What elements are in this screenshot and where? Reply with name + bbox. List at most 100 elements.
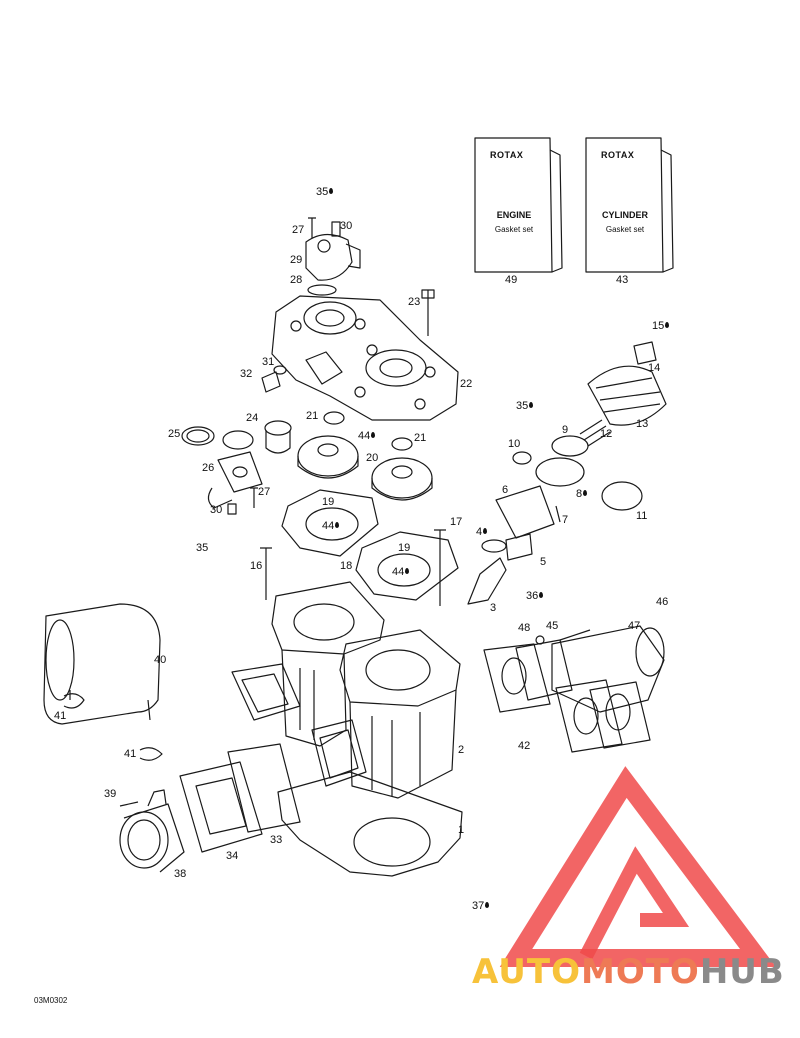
o-ring-28 <box>307 284 337 296</box>
callout-26: 26 <box>202 462 214 474</box>
o-ring-21-a <box>323 411 345 425</box>
callout-32: 32 <box>240 368 252 380</box>
callout-45: 45 <box>546 620 558 632</box>
callout-number: 3 <box>490 602 497 614</box>
lubricant-drop-icon <box>483 528 488 534</box>
callout-number: 40 <box>154 654 167 666</box>
callout-20: 20 <box>366 452 378 464</box>
gasket-33 <box>227 743 301 833</box>
base-gasket <box>277 771 463 877</box>
water-outlet-26 <box>207 451 263 509</box>
callout-9: 9 <box>562 424 568 436</box>
callout-number: 32 <box>240 368 253 380</box>
callout-31: 31 <box>262 356 274 368</box>
callout-19: 19 <box>322 496 334 508</box>
callout-number: 14 <box>648 362 661 374</box>
lubricant-drop-icon <box>665 322 670 328</box>
booklet-subtitle-cylinder: Gasket set <box>605 225 645 234</box>
callout-number: 17 <box>450 516 463 528</box>
callout-33: 33 <box>270 834 282 846</box>
head-gasket-19-a <box>281 489 379 557</box>
lubricant-drop-icon <box>335 522 340 528</box>
callout-5: 5 <box>540 556 546 568</box>
spring-12 <box>579 419 611 447</box>
callout-35: 35 <box>316 186 334 198</box>
callout-27: 27 <box>292 224 304 236</box>
callout-number: 5 <box>540 556 547 568</box>
callout-number: 19 <box>398 542 411 554</box>
callout-number: 13 <box>636 418 649 430</box>
lubricant-drop-icon <box>405 568 410 574</box>
callout-24: 24 <box>246 412 258 424</box>
callout-35: 35 <box>516 400 534 412</box>
callout-15: 15 <box>652 320 670 332</box>
piston-9 <box>551 435 589 457</box>
callout-number: 1 <box>458 824 465 836</box>
callout-number: 37 <box>472 900 485 912</box>
callout-number: 35 <box>316 186 329 198</box>
callout-number: 26 <box>202 462 215 474</box>
callout-number: 22 <box>460 378 473 390</box>
callout-19: 19 <box>398 542 410 554</box>
callout-18: 18 <box>340 560 352 572</box>
o-ring-21-b <box>391 437 413 451</box>
callout-39: 39 <box>104 788 116 800</box>
head-bolt-23 <box>421 289 435 336</box>
callout-number: 41 <box>54 710 67 722</box>
callout-17: 17 <box>450 516 462 528</box>
callout-number: 44 <box>322 520 335 532</box>
callout-11: 11 <box>636 510 647 522</box>
callout-25: 25 <box>168 428 180 440</box>
lubricant-drop-icon <box>529 402 534 408</box>
callout-44: 44 <box>322 520 340 532</box>
booklet-brand-engine: ROTAX <box>490 150 524 160</box>
callout-number: 39 <box>104 788 117 800</box>
callout-41: 41 <box>54 710 66 722</box>
callout-10: 10 <box>508 438 520 450</box>
screw-39 <box>119 801 139 807</box>
lubricant-drop-icon <box>539 592 544 598</box>
callout-12: 12 <box>600 428 612 440</box>
callout-number: 35 <box>516 400 529 412</box>
watermark-text-moto: MOTO <box>580 952 700 992</box>
callout-number: 46 <box>656 596 669 608</box>
callout-38: 38 <box>174 868 186 880</box>
muffler <box>43 603 161 725</box>
cylinder-block <box>231 581 461 799</box>
callout-number: 27 <box>258 486 271 498</box>
callout-1: 1 <box>458 824 464 836</box>
callout-47: 47 <box>628 620 640 632</box>
callout-number: 25 <box>168 428 181 440</box>
reed-block-34 <box>179 761 263 853</box>
o-ring-25 <box>181 426 215 446</box>
callout-28: 28 <box>290 274 302 286</box>
thermostat-housing <box>305 233 361 281</box>
o-ring-25-inner <box>186 429 210 443</box>
callout-13: 13 <box>636 418 648 430</box>
clamp-41-b <box>139 747 163 761</box>
callout-44: 44 <box>358 430 376 442</box>
callout-number: 44 <box>358 430 371 442</box>
callout-number: 36 <box>526 590 539 602</box>
o-ring-24 <box>222 430 254 450</box>
stud-17 <box>434 529 446 606</box>
manifold-gasket-42 <box>483 643 651 753</box>
rave-cap-14 <box>633 341 657 365</box>
plug-32 <box>261 371 281 393</box>
intake-adaptor <box>119 789 185 873</box>
rave-valve-3 <box>467 557 507 605</box>
lubricant-drop-icon <box>485 902 490 908</box>
callout-number: 45 <box>546 620 559 632</box>
callout-number: 28 <box>290 274 303 286</box>
callout-number: 27 <box>292 224 305 236</box>
lubricant-drop-icon <box>329 188 334 194</box>
washer-48 <box>535 635 545 645</box>
gasket-11 <box>601 481 643 511</box>
callout-number: 29 <box>290 254 303 266</box>
watermark-text-hub: HUB <box>699 952 785 992</box>
screw-27-b <box>250 487 258 508</box>
engine-gasket-booklet <box>474 137 563 273</box>
callout-number: 30 <box>340 220 353 232</box>
callout-8: 8 <box>576 488 588 500</box>
booklet-number-cylinder: 43 <box>616 274 629 286</box>
